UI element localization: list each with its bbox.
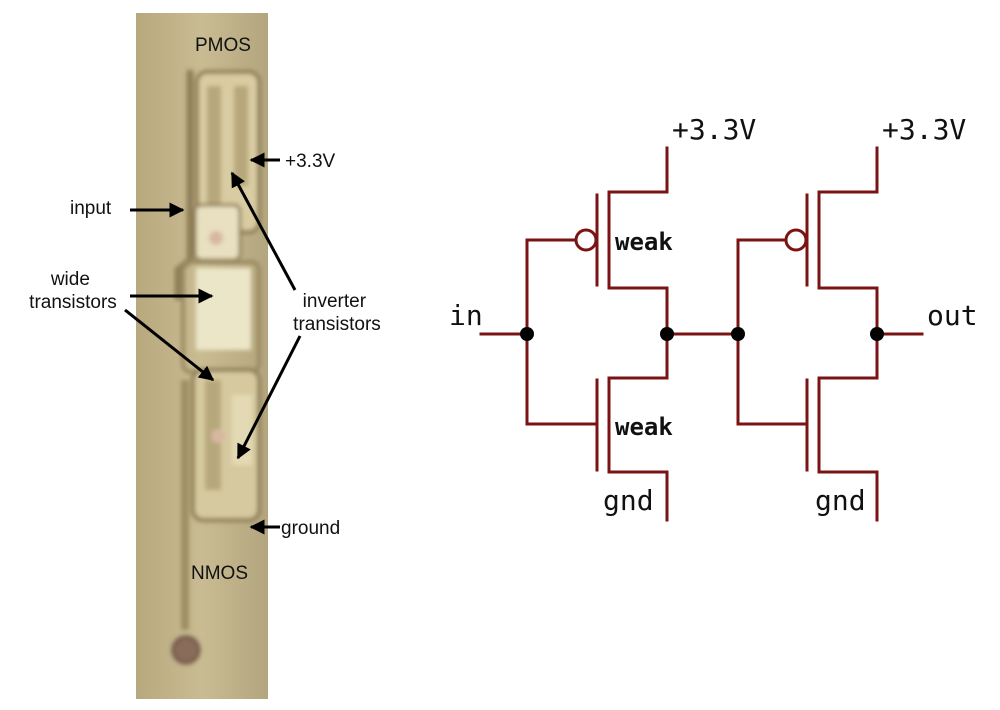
bond-contact: [171, 635, 201, 665]
supply-left-label: +3.3V: [672, 113, 756, 146]
pmos-diffusion-left: [207, 86, 221, 216]
wide-label-line2: transistors: [29, 292, 117, 313]
right-nmos-channel: [817, 332, 879, 522]
junction-dot: [520, 327, 534, 341]
inverter-label-line1: inverter: [303, 291, 367, 312]
pmos-diffusion-right: [234, 86, 248, 186]
inverter-label-line2: transistors: [293, 314, 381, 335]
right-pmos-channel: [817, 146, 879, 336]
photo-labels: PMOS NMOS +3.3V ground input wide transi…: [29, 35, 381, 584]
left-nmos-channel: [607, 332, 669, 522]
supply-right-label: +3.3V: [882, 113, 966, 146]
in-label: in: [449, 299, 483, 332]
left-pmos-channel: [607, 146, 669, 336]
photo-arrows: [124, 152, 302, 535]
right-gate-lower-wire: [736, 332, 809, 426]
junctions: [520, 327, 884, 341]
junction-dot: [731, 327, 745, 341]
right-gate-upper-wire: [736, 238, 786, 336]
inverter-arrow-lower: [236, 335, 302, 460]
weak-bottom-label: weak: [615, 413, 673, 441]
contact-dot: [211, 429, 225, 443]
out-label: out: [927, 299, 978, 332]
weak-top-label: weak: [615, 228, 673, 256]
pmos-label: PMOS: [195, 35, 251, 56]
wide-arrow-lower: [124, 308, 215, 382]
input-label: input: [70, 198, 112, 219]
junction-dot: [660, 327, 674, 341]
supply-label: +3.3V: [285, 151, 336, 172]
right-pmos-bubble: [784, 228, 808, 252]
nmos-right-block: [232, 395, 252, 465]
ground-left-label: gnd: [603, 484, 654, 517]
ground-right-label: gnd: [815, 484, 866, 517]
inverter-arrow-upper: [230, 171, 297, 291]
schematic-labels: in out +3.3V +3.3V gnd gnd weak weak: [449, 113, 978, 517]
inverter-transistors-label: inverter transistors: [293, 291, 381, 335]
wide-transistor-region: [196, 268, 251, 350]
wide-label-line1: wide: [50, 269, 90, 290]
left-gate-lower-wire: [525, 332, 599, 426]
contact-dot: [209, 231, 223, 245]
die-photo: [136, 13, 268, 699]
junction-dot: [870, 327, 884, 341]
left-pmos-bubble: [574, 228, 598, 252]
left-gate-upper-wire: [525, 238, 576, 336]
schematic: [479, 146, 924, 522]
nmos-label: NMOS: [191, 563, 248, 584]
wide-transistors-label: wide transistors: [29, 269, 117, 313]
ground-label: ground: [281, 518, 340, 539]
